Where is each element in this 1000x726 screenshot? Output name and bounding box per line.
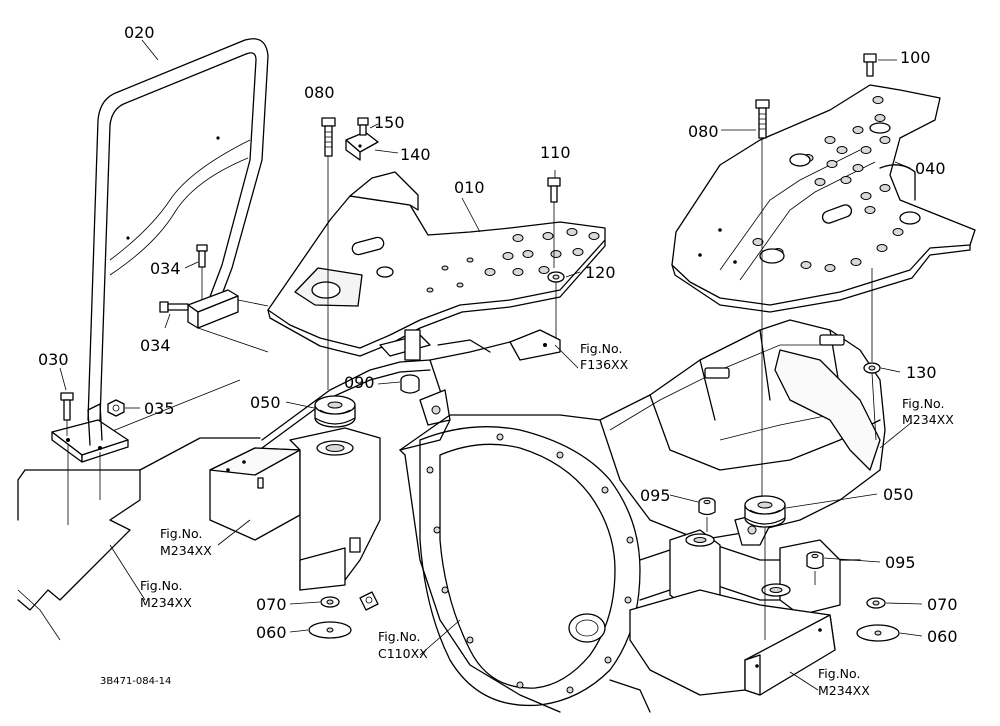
label-090: 090 [344, 373, 375, 392]
rops-frame [87, 38, 269, 441]
figure-references: Fig.No. F136XX Fig.No. M234XX Fig.No. M2… [140, 341, 954, 698]
label-120: 120 [585, 263, 616, 282]
leader-lines [59, 39, 923, 691]
label-040: 040 [915, 159, 946, 178]
rubber-mount-050-right [744, 495, 786, 528]
svg-text:M234XX: M234XX [818, 683, 870, 698]
bushing-095-right [806, 551, 824, 585]
bolt-030 [60, 392, 74, 436]
svg-text:C110XX: C110XX [378, 646, 428, 661]
bolt-034-lower [159, 301, 189, 313]
fig-ref-m234-right: Fig.No. M234XX [902, 396, 954, 427]
svg-text:Fig.No.: Fig.No. [378, 629, 420, 644]
bracket-140 [345, 131, 379, 161]
right-step-plate [671, 84, 976, 313]
bushing-090 [400, 374, 451, 426]
label-130: 130 [906, 363, 937, 382]
washer-070-right [866, 597, 886, 609]
label-095-right: 095 [885, 553, 916, 572]
bolt-110 [547, 177, 561, 268]
plate-060-right [856, 624, 900, 642]
nut-035 [107, 399, 125, 417]
svg-text:Fig.No.: Fig.No. [818, 666, 860, 681]
label-070-left: 070 [256, 595, 287, 614]
label-060-left: 060 [256, 623, 287, 642]
label-080-right: 080 [688, 122, 719, 141]
left-mount-block [209, 427, 381, 591]
part-number-labels: 020 080 150 140 010 110 034 034 120 030 … [38, 23, 958, 646]
washer-070-left [320, 596, 340, 608]
label-034-lower: 034 [140, 336, 171, 355]
bolt-100 [863, 53, 877, 77]
right-lower-frame [609, 589, 836, 713]
fig-ref-f136: Fig.No. F136XX [580, 341, 629, 372]
fig-ref-c110: Fig.No. C110XX [378, 629, 428, 661]
label-070-right: 070 [927, 595, 958, 614]
svg-text:F136XX: F136XX [580, 357, 629, 372]
label-030: 030 [38, 350, 69, 369]
label-034-upper: 034 [150, 259, 181, 278]
middle-linkage [261, 329, 561, 451]
svg-text:M234XX: M234XX [902, 412, 954, 427]
washer-130 [863, 268, 881, 441]
label-010: 010 [454, 178, 485, 197]
bolt-150 [357, 117, 369, 136]
bolt-034-upper [196, 244, 208, 300]
label-050-left: 050 [250, 393, 281, 412]
label-150: 150 [374, 113, 405, 132]
plate-holes-040 [752, 96, 904, 272]
diagram-code: 3B471-084-14 [100, 676, 171, 687]
frame-side-bracket [187, 289, 269, 353]
label-060-right: 060 [927, 627, 958, 646]
rubber-mount-050-left [314, 395, 356, 428]
washer-120 [547, 271, 565, 340]
svg-text:Fig.No.: Fig.No. [140, 578, 182, 593]
label-020: 020 [124, 23, 155, 42]
small-fitting [359, 591, 379, 611]
center-step-plate [267, 171, 606, 357]
transmission-housing [399, 319, 886, 713]
label-110: 110 [540, 143, 571, 162]
housing-bolt-holes [426, 433, 634, 694]
label-140: 140 [400, 145, 431, 164]
svg-text:Fig.No.: Fig.No. [580, 341, 622, 356]
bushing-095-left [698, 497, 716, 532]
svg-text:M234XX: M234XX [140, 595, 192, 610]
plate-060-left [308, 621, 352, 639]
label-100: 100 [900, 48, 931, 67]
svg-text:Fig.No.: Fig.No. [902, 396, 944, 411]
label-080-left: 080 [304, 83, 335, 102]
left-floor-outline [17, 437, 261, 641]
fig-ref-m234-mid: Fig.No. M234XX [160, 526, 212, 558]
bolt-080-left [321, 117, 336, 390]
label-095-left: 095 [640, 486, 671, 505]
fig-ref-m234-left: Fig.No. M234XX [140, 578, 192, 610]
plate-holes-010 [426, 228, 600, 293]
fig-ref-m234-bottom: Fig.No. M234XX [818, 666, 870, 698]
label-035: 035 [144, 399, 175, 418]
svg-text:M234XX: M234XX [160, 543, 212, 558]
svg-text:Fig.No.: Fig.No. [160, 526, 202, 541]
rops-base-plate [51, 403, 129, 525]
label-050-right: 050 [883, 485, 914, 504]
